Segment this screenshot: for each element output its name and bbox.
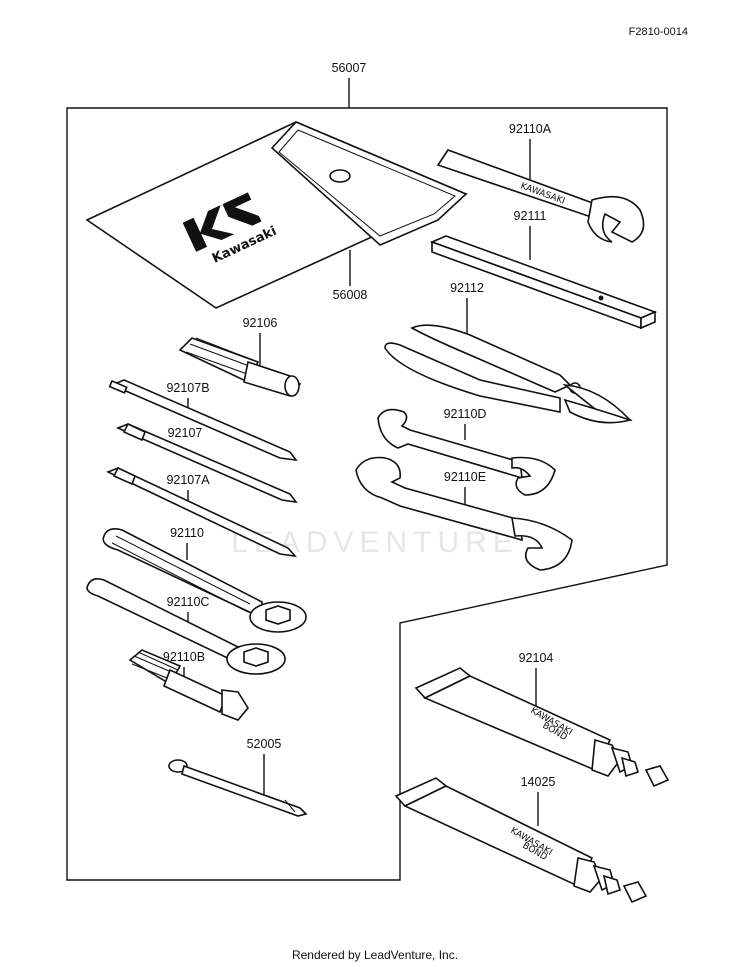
label-92110A: 92110A [509,122,552,136]
screwdriver-92107A [106,466,298,558]
rod-52005 [168,759,308,817]
wrench-92110D [377,408,556,496]
label-92104: 92104 [519,651,554,665]
screwdriver-92107 [115,422,298,504]
kit-boundary [66,107,668,881]
label-92110D: 92110D [444,407,487,421]
socket-handle-92106 [178,337,302,397]
label-92110B: 92110B [163,650,205,664]
tool-pouch: Kawasaki [85,121,468,309]
label-92110C: 92110C [167,595,210,609]
label-92111: 92111 [514,209,547,223]
label-92110E: 92110E [444,470,486,484]
pliers-92112 [384,324,633,424]
label-56008: 56008 [333,288,368,302]
label-92107: 92107 [168,426,203,440]
bar-92111 [429,235,658,330]
screwdriver-92107B [108,379,298,462]
label-14025: 14025 [521,775,556,789]
label-92110: 92110 [170,526,204,540]
tube-14025: KAWASAKI BOND [394,777,648,904]
label-92112: 92112 [450,281,484,295]
label-92107B: 92107B [166,381,209,395]
box-wrench-92110 [102,528,307,633]
box-wrench-92110C [86,578,286,675]
label-92106: 92106 [243,316,278,330]
socket-92110B [128,649,249,721]
drawing-number: F2810-0014 [629,26,688,38]
label-56007: 56007 [332,61,367,75]
footer-text: Rendered by LeadVenture, Inc. [292,948,458,962]
wrench-92110E [355,456,573,571]
label-92107A: 92107A [166,473,210,487]
wrench-92110A: KAWASAKI [436,149,645,243]
tube-92104: KAWASAKI BOND [414,667,670,788]
label-52005: 52005 [247,737,282,751]
